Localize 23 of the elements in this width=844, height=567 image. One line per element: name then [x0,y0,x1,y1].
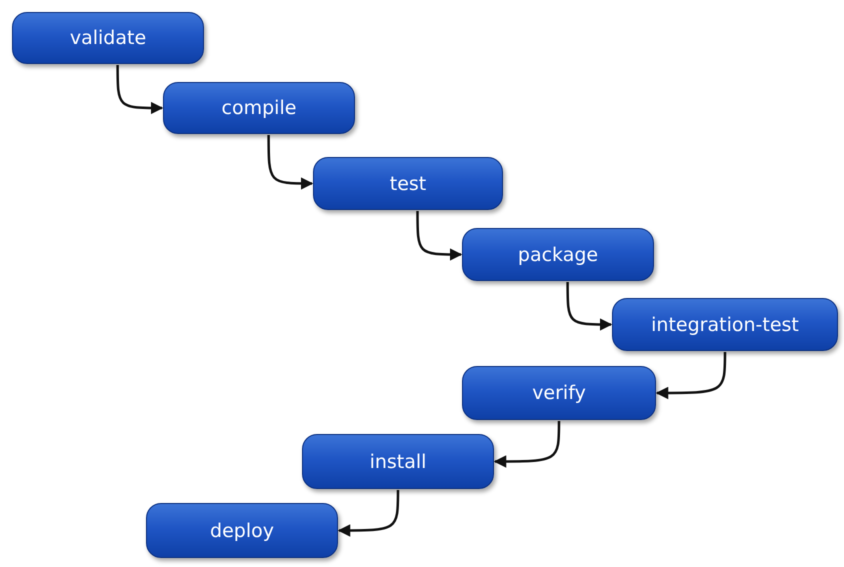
curved-arrow [656,352,726,400]
step-label: package [518,244,598,266]
curved-arrow [416,211,462,261]
step-label: test [390,172,426,194]
process-box [163,82,355,134]
process-box [302,434,494,489]
process-box [462,366,656,420]
process-box [462,228,654,281]
step-label: validate [70,27,146,49]
curved-arrow [566,282,612,331]
step-label: integration-test [651,314,799,336]
process-box [612,298,838,351]
curved-arrow [267,135,314,190]
step-label: verify [532,382,586,404]
process-box [313,157,503,210]
process-box [12,12,204,64]
curved-arrow [494,421,560,468]
curved-arrow [338,490,400,537]
curved-arrow [116,65,164,114]
step-label: compile [222,97,296,119]
step-label: deploy [210,520,274,542]
process-box [146,503,338,558]
step-label: install [370,450,426,472]
